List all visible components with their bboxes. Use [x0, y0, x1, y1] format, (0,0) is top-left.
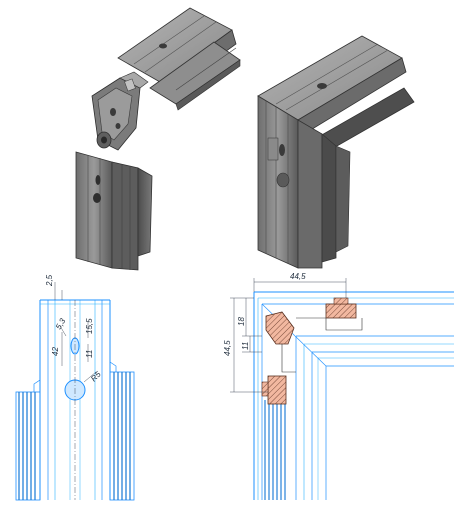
- assembled-corner-3d-view: [257, 35, 415, 269]
- side-insert-section: [267, 375, 287, 405]
- exploded-corner-3d-view: [75, 7, 241, 271]
- dim-42-label: 42: [51, 347, 60, 356]
- corner-connector-section: [265, 311, 295, 345]
- corner-connector: [91, 71, 149, 151]
- dim-height-label: 44,5: [223, 340, 232, 356]
- vertical-profile-hatching: [264, 400, 286, 500]
- top-insert-section: [325, 303, 357, 319]
- upper-horizontal-profile: [117, 7, 241, 111]
- dim-big-hole-label: R5: [89, 369, 103, 383]
- dim-small-hole-label: 5,3: [54, 316, 68, 331]
- dim-11-right-label: 11: [241, 342, 250, 350]
- right-flange-hatching: [113, 372, 131, 500]
- dim-15-5-label: 15,5: [85, 318, 94, 334]
- dim-width-label: 44,5: [290, 272, 306, 281]
- corner-section-drawing: 44,5 18 11 44,5: [223, 272, 454, 500]
- dim-top-label: 2,5: [45, 274, 54, 287]
- lower-vertical-profile: [75, 151, 153, 271]
- left-flange-hatching: [18, 392, 36, 500]
- vertical-profile-drawing: 2,5 5,3 15,5 42 11 R5: [15, 274, 135, 501]
- dim-11-label: 11: [85, 350, 94, 358]
- dim-18-label: 18: [237, 317, 246, 326]
